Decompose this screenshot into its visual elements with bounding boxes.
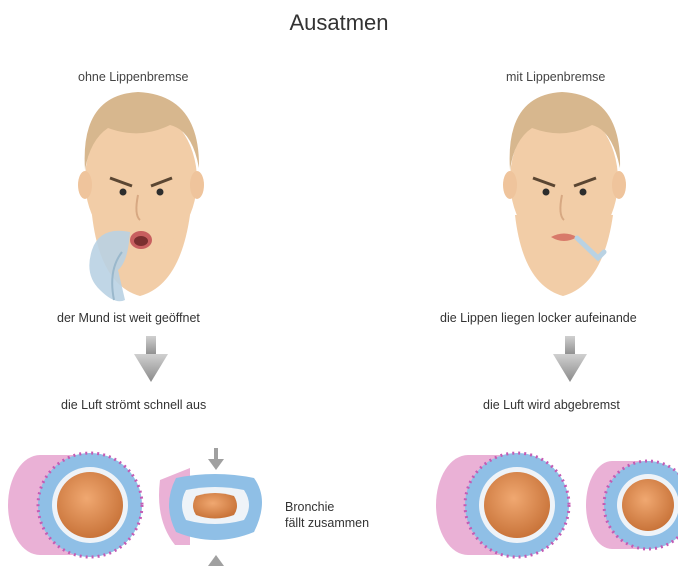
right-caption-mouth: die Lippen liegen locker aufeinande <box>440 311 637 325</box>
left-face-illustration <box>78 92 204 301</box>
left-collapsed-bronchus <box>159 468 262 545</box>
right-open-bronchus-2 <box>586 461 678 549</box>
bronchus-note-line2: fällt zusammen <box>285 516 369 530</box>
left-caption-air: die Luft strömt schnell aus <box>61 398 206 412</box>
bronchus-note-line1: Bronchie <box>285 500 334 514</box>
right-caption-air: die Luft wird abgebremst <box>483 398 620 412</box>
compression-arrow-top <box>208 448 224 470</box>
right-open-bronchus-1 <box>436 453 569 557</box>
left-down-arrow <box>134 336 168 382</box>
left-open-bronchus <box>8 453 142 557</box>
right-face-illustration <box>503 92 626 296</box>
right-down-arrow <box>553 336 587 382</box>
left-caption-mouth: der Mund ist weit geöffnet <box>57 311 200 325</box>
compression-arrow-bottom <box>208 555 224 566</box>
